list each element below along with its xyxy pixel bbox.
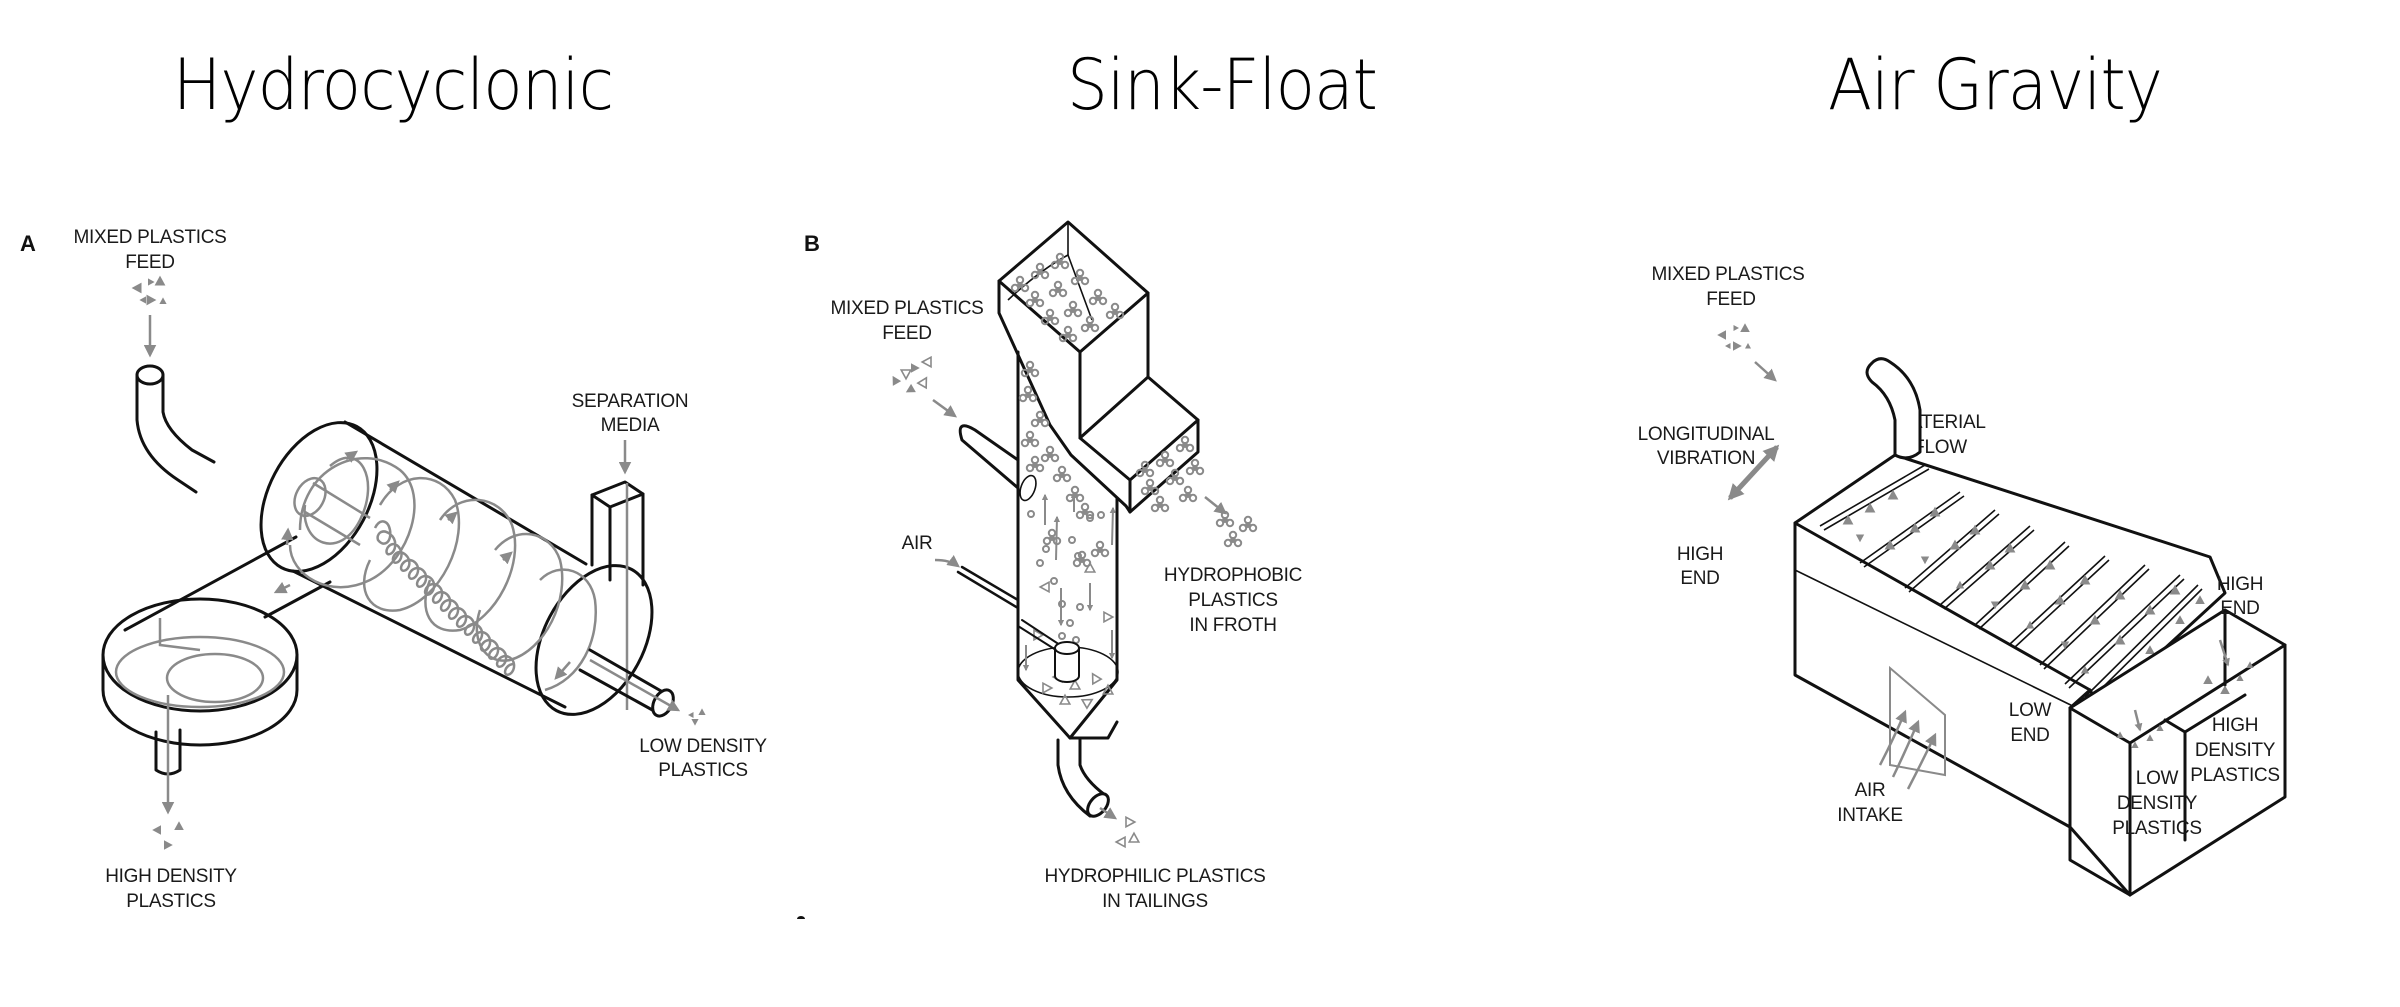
- feed-arrow-icon: [932, 398, 958, 418]
- label-a-separation-line1: SEPARATION: [572, 391, 689, 412]
- label-c-low-density-line3: PLASTICS: [2112, 818, 2201, 839]
- air-intake-panel: [1889, 665, 1946, 777]
- label-c-high-end-left-line1: HIGH: [1677, 544, 1723, 565]
- collection-bins: [2068, 643, 2287, 897]
- panel-c-air-gravity: MIXED PLASTICS FEED LONGITUDINAL VIBRATI…: [1638, 264, 2287, 897]
- column-particles-icon: [1019, 474, 1117, 709]
- label-c-high-end-right-line1: HIGH: [2217, 574, 2263, 595]
- feed-inlet-pipe: [1865, 357, 1922, 460]
- label-c-vibration-line1: LONGITUDINAL: [1638, 424, 1775, 445]
- low-density-outlet-pipe: [578, 648, 670, 714]
- swirl-flow-icon: [273, 450, 597, 692]
- label-b-feed-line2: FEED: [882, 323, 931, 344]
- drum-left-end: [259, 421, 379, 573]
- bin-particles-icon: [2116, 639, 2254, 748]
- sparger-pipe: [1017, 619, 1061, 651]
- media-inlet-box: [590, 480, 645, 509]
- feed-particles-icon: [1717, 323, 1751, 351]
- label-c-feed-line1: MIXED PLASTICS: [1651, 264, 1804, 285]
- froth-arrow-icon: [1204, 496, 1227, 515]
- label-b-hydrophilic-line2: IN TAILINGS: [1102, 891, 1208, 912]
- label-c-feed-line2: FEED: [1706, 289, 1755, 310]
- title-sink-float: Sink-Float: [1054, 44, 1391, 126]
- title-air-gravity-text: Air Gravity: [1828, 44, 2163, 126]
- label-b-feed-line1: MIXED PLASTICS: [830, 298, 983, 319]
- label-b-air: AIR: [902, 533, 933, 554]
- froth-launder-chute: [1078, 375, 1200, 482]
- label-a-high-density-line1: HIGH DENSITY: [105, 866, 237, 887]
- label-c-high-density-line1: HIGH: [2212, 715, 2258, 736]
- air-pipe: [956, 565, 1020, 610]
- label-a-high-density-line2: PLASTICS: [126, 891, 215, 912]
- label-a-low-density-line1: LOW DENSITY: [639, 736, 767, 757]
- panel-a-hydrocyclone: A MIXED PLASTICS FEED: [20, 227, 768, 912]
- title-hydrocyclonic-text: Hydrocyclonic: [172, 44, 614, 126]
- air-arrow-icon: [934, 555, 961, 568]
- label-a-low-density-line2: PLASTICS: [658, 760, 747, 781]
- feed-particles-icon: [131, 275, 167, 306]
- label-c-material-flow-line2: FLOW: [1913, 437, 1967, 458]
- label-c-high-end-right-line2: END: [2220, 598, 2259, 619]
- feed-particles-icon: [888, 356, 932, 397]
- label-b-hydrophilic-line1: HYDROPHILIC PLASTICS: [1045, 866, 1266, 887]
- title-air-gravity: Air Gravity: [1813, 44, 2176, 126]
- label-c-low-density-line2: DENSITY: [2117, 793, 2198, 814]
- label-c-high-density-line2: DENSITY: [2195, 740, 2276, 761]
- tailings-particles-icon: [1115, 816, 1140, 848]
- panel-letter-a: A: [20, 231, 36, 256]
- label-a-separation-line2: MEDIA: [601, 415, 660, 436]
- feed-pipe: [958, 424, 1020, 490]
- label-b-hydrophobic-line2: PLASTICS: [1188, 590, 1277, 611]
- panel-b-sink-float: B MIXED PLASTICS FEED AIR: [797, 220, 1302, 919]
- label-c-low-density-line1: LOW: [2136, 768, 2179, 789]
- inlet-pipe: [135, 373, 198, 494]
- drum-bottom-edge: [291, 569, 567, 709]
- high-density-particles-icon: [152, 821, 184, 850]
- label-c-vibration-line2: VIBRATION: [1657, 448, 1755, 469]
- label-a-feed-line1: MIXED PLASTICS: [73, 227, 226, 248]
- air-intake-arrows-icon: [1878, 709, 1937, 790]
- label-b-hydrophobic-line3: IN FROTH: [1189, 615, 1276, 636]
- label-c-high-end-left-line2: END: [1680, 568, 1719, 589]
- title-sink-float-text: Sink-Float: [1067, 44, 1378, 126]
- label-c-low-end-line1: LOW: [2009, 700, 2052, 721]
- sparger-head: [1054, 648, 1080, 683]
- label-c-high-density-line3: PLASTICS: [2190, 765, 2279, 786]
- drum-right-end: [534, 564, 654, 716]
- panel-letter-b: B: [804, 231, 820, 256]
- tailings-arrow-icon: [1099, 806, 1118, 820]
- label-c-air-intake-line2: INTAKE: [1837, 805, 1902, 826]
- low-density-particles-icon: [688, 708, 706, 726]
- label-c-air-intake-line1: AIR: [1855, 780, 1886, 801]
- label-c-low-end-line2: END: [2010, 725, 2049, 746]
- stray-mark: [797, 916, 805, 919]
- feed-arrow-icon: [1754, 361, 1777, 382]
- inlet-pipe-opening: [135, 364, 165, 386]
- label-a-feed-line2: FEED: [125, 252, 174, 273]
- vibration-arrow-icon: [1727, 444, 1780, 501]
- label-b-hydrophobic-line1: HYDROPHOBIC: [1164, 565, 1302, 586]
- collection-bowl: [101, 653, 299, 747]
- tailings-pipe: [1056, 738, 1107, 818]
- title-hydrocyclonic: Hydrocyclonic: [154, 44, 633, 126]
